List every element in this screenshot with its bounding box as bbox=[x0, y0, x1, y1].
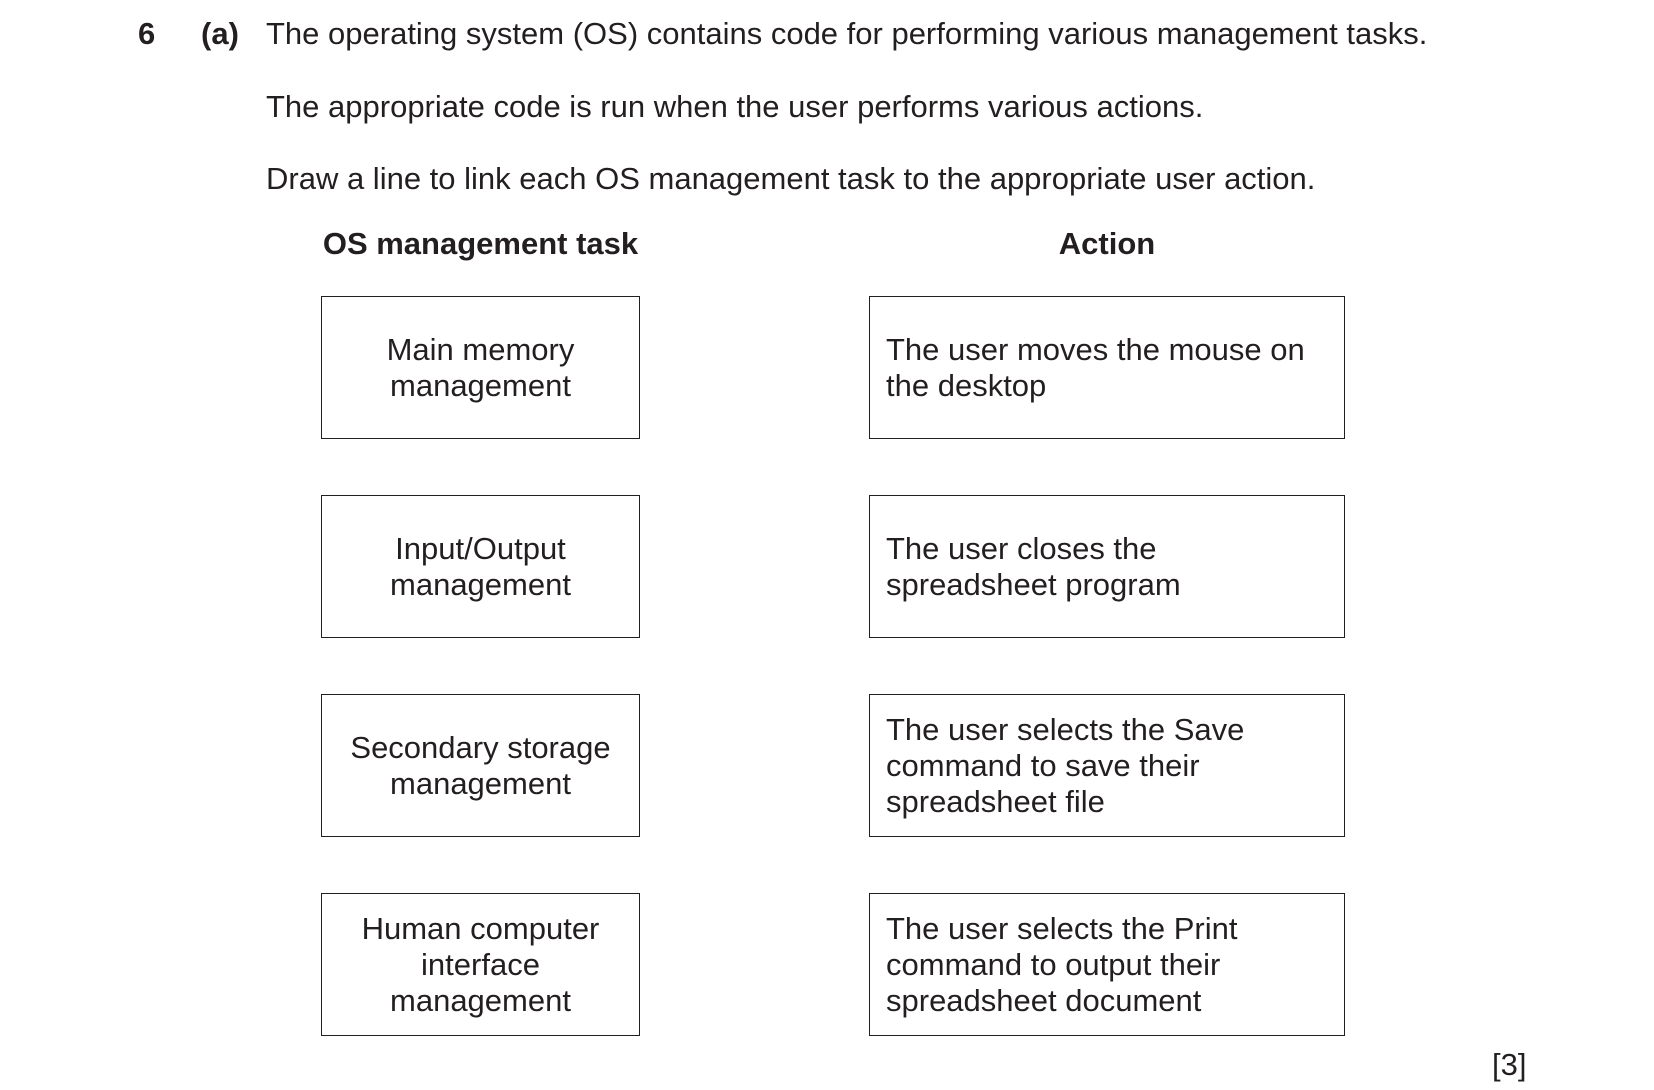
action-text-line: The user moves the mouse on bbox=[886, 331, 1305, 367]
question-part: (a) bbox=[201, 16, 239, 51]
question-intro-text: The operating system (OS) contains code … bbox=[266, 16, 1428, 51]
action-text-line: spreadsheet document bbox=[886, 982, 1202, 1018]
action-text-line: spreadsheet program bbox=[886, 566, 1181, 602]
action-text-line: the desktop bbox=[886, 367, 1047, 403]
task-box-input-output[interactable]: Input/Output management bbox=[321, 495, 640, 638]
task-text-line: management bbox=[390, 566, 571, 602]
question-context-text: The appropriate code is run when the use… bbox=[266, 89, 1204, 124]
task-box-secondary-storage[interactable]: Secondary storage management bbox=[321, 694, 640, 837]
action-text-line: spreadsheet file bbox=[886, 783, 1105, 819]
question-number: 6 bbox=[138, 16, 156, 51]
task-box-main-memory[interactable]: Main memory management bbox=[321, 296, 640, 439]
action-text-line: command to output their bbox=[886, 946, 1221, 982]
task-text-line: interface bbox=[421, 946, 540, 982]
action-text-line: The user selects the Save bbox=[886, 711, 1245, 747]
task-text-line: Input/Output bbox=[395, 530, 566, 566]
task-text-line: management bbox=[390, 367, 571, 403]
action-box-print-command[interactable]: The user selects the Print command to ou… bbox=[869, 893, 1345, 1036]
action-box-moves-mouse[interactable]: The user moves the mouse on the desktop bbox=[869, 296, 1345, 439]
task-text-line: management bbox=[390, 982, 571, 1018]
task-text-line: Main memory bbox=[386, 331, 575, 367]
marks-indicator: [3] bbox=[1492, 1047, 1527, 1082]
action-box-closes-program[interactable]: The user closes the spreadsheet program bbox=[869, 495, 1345, 638]
action-text-line: command to save their bbox=[886, 747, 1200, 783]
action-box-save-command[interactable]: The user selects the Save command to sav… bbox=[869, 694, 1345, 837]
action-column-heading: Action bbox=[1058, 226, 1156, 261]
task-text-line: Secondary storage bbox=[350, 729, 611, 765]
action-text-line: The user closes the bbox=[886, 530, 1157, 566]
question-instruction-text: Draw a line to link each OS management t… bbox=[266, 161, 1316, 196]
task-text-line: management bbox=[390, 765, 571, 801]
action-text-line: The user selects the Print bbox=[886, 910, 1238, 946]
task-column-heading: OS management task bbox=[322, 226, 639, 261]
task-box-human-computer-interface[interactable]: Human computer interface management bbox=[321, 893, 640, 1036]
task-text-line: Human computer bbox=[361, 910, 600, 946]
